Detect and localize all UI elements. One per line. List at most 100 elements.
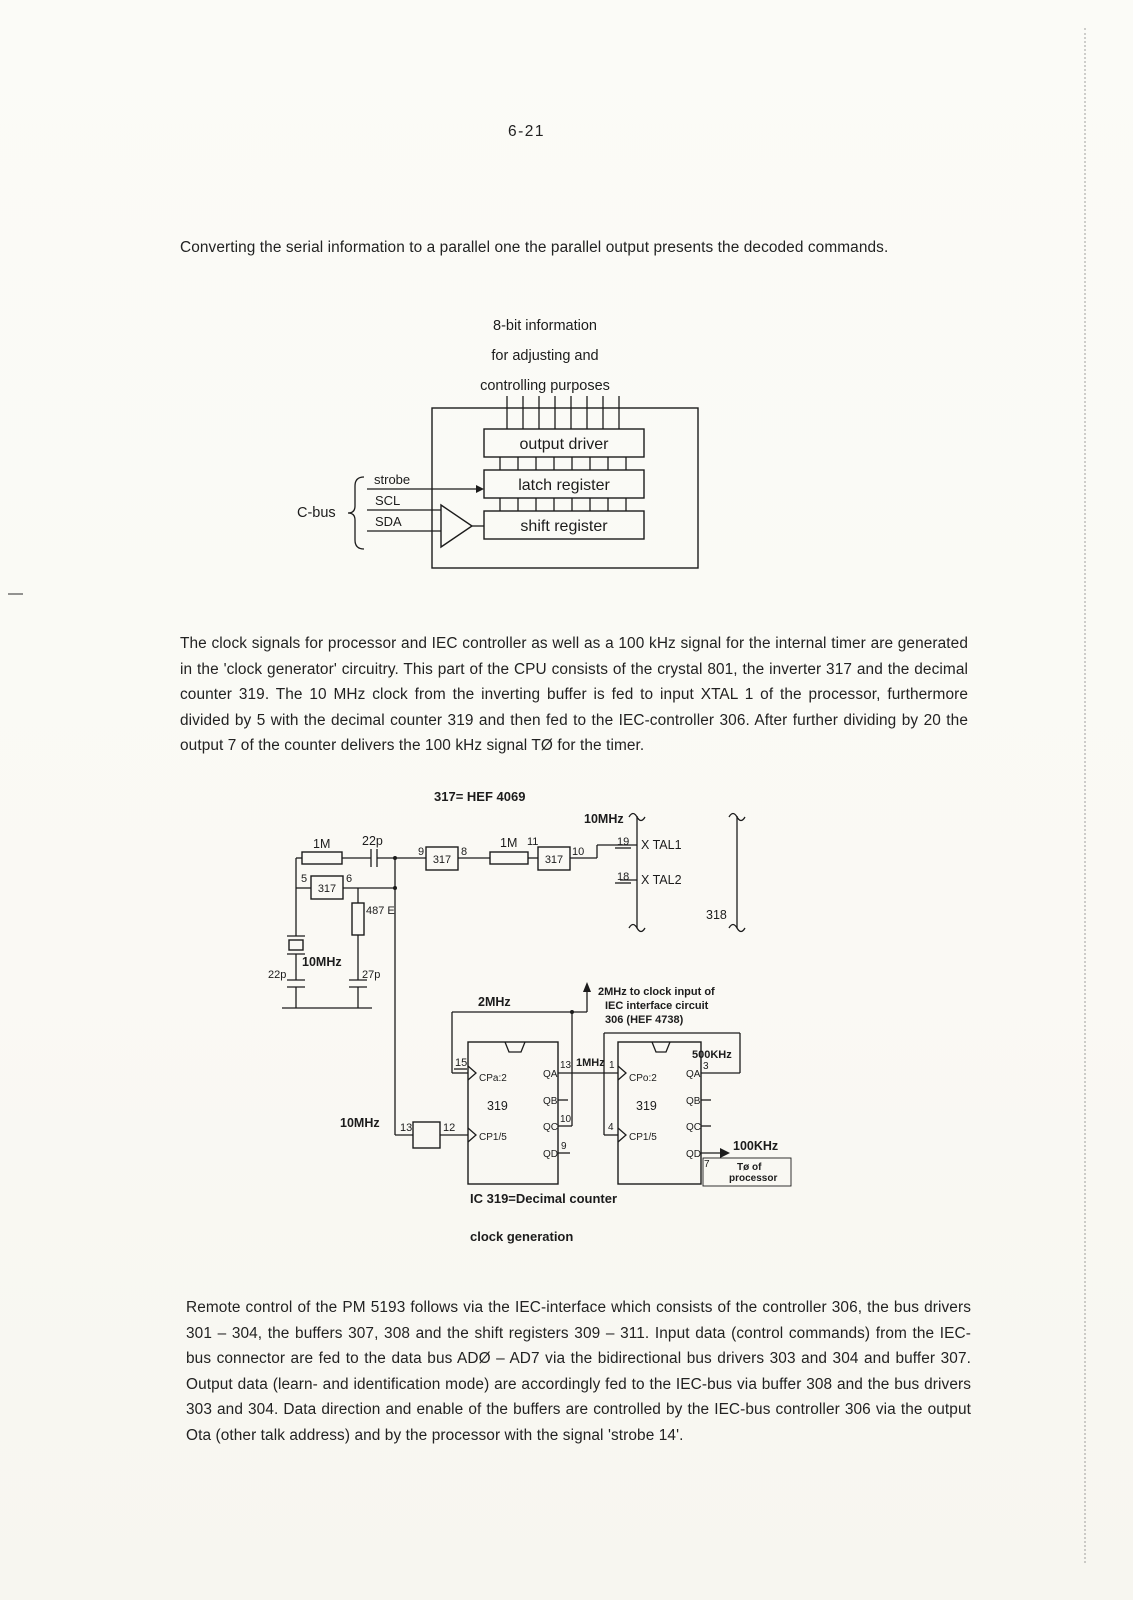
output-driver-box <box>483 428 645 458</box>
pin-13-q: 13 <box>560 1060 572 1071</box>
pin-5: 5 <box>301 873 307 885</box>
strobe-arrowhead <box>476 485 484 493</box>
label-r2: 1M <box>500 836 517 850</box>
paragraph-remote-control: Remote control of the PM 5193 follows vi… <box>186 1299 971 1444</box>
break-mark <box>628 923 646 933</box>
clock-input-symbol <box>467 1127 477 1143</box>
label-ic318: 318 <box>706 908 727 922</box>
label-c2: 22p <box>268 969 286 981</box>
iec-note-line-3: 306 (HEF 4738) <box>605 1014 684 1026</box>
label-xtal1: X TAL1 <box>641 838 682 852</box>
header-line-2: for adjusting and <box>491 348 598 364</box>
margin-mark <box>8 593 23 595</box>
inverter-c-label: 317 <box>545 854 563 866</box>
pin-3: 3 <box>703 1061 709 1072</box>
ic-notch <box>651 1041 671 1053</box>
ic-outline-box <box>431 407 699 569</box>
header-line-1: 8-bit information <box>493 318 597 334</box>
label-c3: 27p <box>362 969 380 981</box>
label-cp15-1: CP1/5 <box>479 1132 507 1143</box>
buffer-317-box <box>412 1121 441 1149</box>
processor-callout-box <box>702 1157 792 1187</box>
sda-label: SDA <box>375 514 402 529</box>
output-driver-label: output driver <box>520 436 610 453</box>
label-qa-1: QA <box>543 1069 558 1080</box>
label-crystal-freq: 10MHz <box>302 955 342 969</box>
counter-319-block-2 <box>617 1041 702 1185</box>
label-1mhz: 1MHz <box>576 1057 605 1069</box>
iec-note-line-1: 2MHz to clock input of <box>598 986 715 998</box>
crystal-10mhz <box>288 939 304 951</box>
label-qb-1: QB <box>543 1096 558 1107</box>
label-qc-2: QC <box>686 1122 701 1133</box>
block-diagram-wires <box>347 396 699 569</box>
clock-input-symbol <box>617 1127 627 1143</box>
label-qb-2: QB <box>686 1096 701 1107</box>
pin-9-q: 9 <box>561 1141 567 1152</box>
resistor-487e <box>351 902 365 936</box>
cbus-label: C-bus <box>297 505 336 521</box>
label-cpa: CPa:2 <box>479 1073 507 1084</box>
label-2mhz: 2MHz <box>478 995 511 1009</box>
break-mark <box>628 812 646 822</box>
iec-note-line-2: IEC interface circuit <box>605 1000 709 1012</box>
ic-notch <box>504 1041 526 1053</box>
label-cpo: CPo:2 <box>629 1073 657 1084</box>
counter2-name: 319 <box>636 1099 657 1113</box>
label-qc-1: QC <box>543 1122 558 1133</box>
shift-register-label: shift register <box>520 518 608 535</box>
buffer-triangle <box>440 503 474 549</box>
up-arrowhead <box>583 982 591 992</box>
shift-register-box <box>483 510 645 540</box>
label-xtal2: X TAL2 <box>641 873 682 887</box>
bus-ticks <box>499 457 627 511</box>
label-t0-line-2: processor <box>729 1173 777 1184</box>
counter1-name: 319 <box>487 1099 508 1113</box>
circuit-title: 317= HEF 4069 <box>434 789 525 804</box>
resistor-1m-a <box>301 851 343 865</box>
label-r1: 1M <box>313 837 330 851</box>
pin-15: 15 <box>455 1057 467 1069</box>
resistor-1m-b <box>489 851 529 865</box>
break-mark <box>728 812 746 822</box>
pin-11: 11 <box>527 836 538 848</box>
label-qd-2: QD <box>686 1149 701 1160</box>
pin-7: 7 <box>704 1159 710 1170</box>
cbus-brace <box>347 476 365 550</box>
label-500khz: 500KHz <box>692 1049 732 1061</box>
strobe-label: strobe <box>374 472 410 487</box>
break-mark <box>728 923 746 933</box>
label-qd-1: QD <box>543 1149 558 1160</box>
latch-register-label: latch register <box>518 477 610 494</box>
pin-19: 19 <box>617 836 629 848</box>
counter-319-block-1 <box>467 1041 559 1185</box>
pin-8: 8 <box>461 846 467 858</box>
inverter-a-label: 317 <box>318 883 336 895</box>
scan-artifact-line <box>1084 28 1086 1563</box>
label-t0-line-1: Tø of <box>737 1162 762 1173</box>
pin-4: 4 <box>608 1122 614 1133</box>
paragraph-clock-generator: The clock signals for processor and IEC … <box>180 635 968 755</box>
label-c1: 22p <box>362 834 383 848</box>
clock-input-symbol <box>617 1065 627 1081</box>
inverter-b-label: 317 <box>433 854 451 866</box>
latch-register-box <box>483 469 645 499</box>
pin-10: 10 <box>572 846 584 858</box>
clock-input-symbol <box>467 1065 477 1081</box>
label-10mhz-in: 10MHz <box>340 1116 380 1130</box>
label-r3: 487 E <box>366 905 395 917</box>
pin-13-buffer: 13 <box>400 1122 412 1134</box>
pin-10-q: 10 <box>560 1114 572 1125</box>
pin-1: 1 <box>609 1060 615 1071</box>
caption-decimal-counter: IC 319=Decimal counter <box>470 1191 617 1206</box>
caption-clock-generation: clock generation <box>470 1229 573 1244</box>
header-line-3: controlling purposes <box>480 378 610 394</box>
serial-to-parallel-block-diagram: 8-bit information for adjusting and cont… <box>297 318 699 569</box>
label-10mhz-top: 10MHz <box>584 812 624 826</box>
label-100khz: 100KHz <box>733 1139 778 1153</box>
pin-6: 6 <box>346 873 352 885</box>
scl-label: SCL <box>375 493 400 508</box>
right-arrowhead <box>720 1148 730 1158</box>
label-cp15-2: CP1/5 <box>629 1132 657 1143</box>
